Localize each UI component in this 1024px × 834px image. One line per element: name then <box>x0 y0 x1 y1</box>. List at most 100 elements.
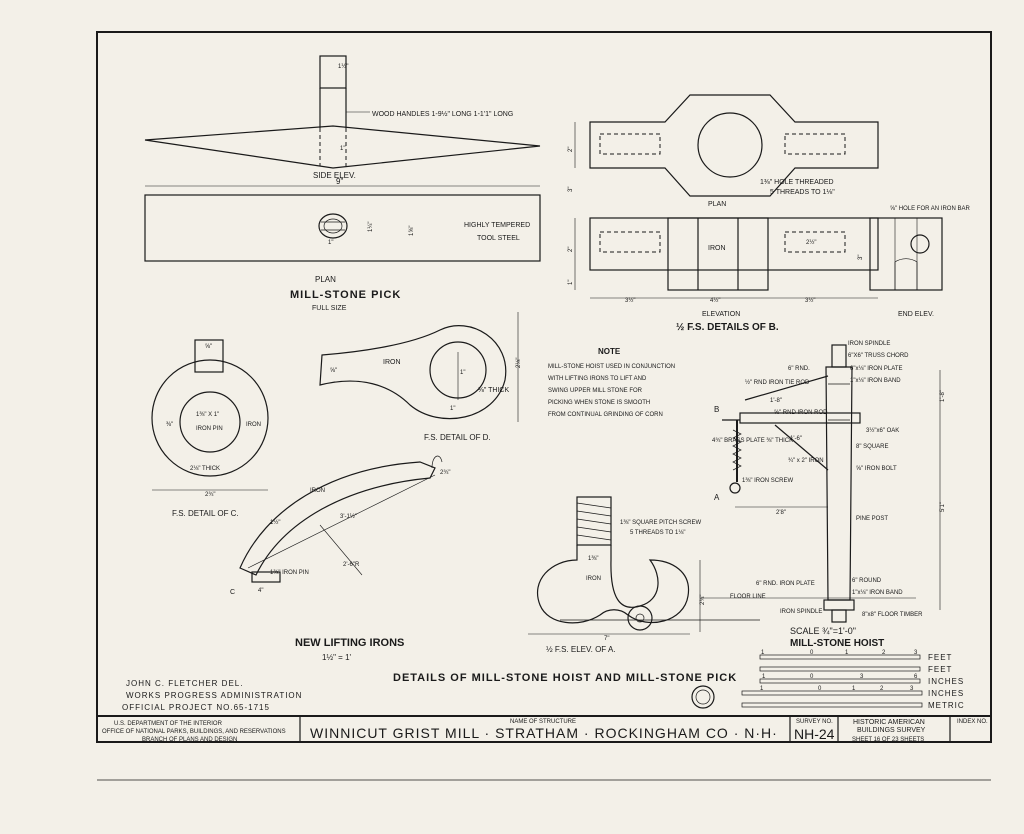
b-dim-3-5-right: 3½" <box>805 297 815 304</box>
b-hole-iron-bar-label: ⅝" HOLE FOR AN IRON BAR <box>890 206 970 212</box>
hoist-arm <box>739 412 861 424</box>
d-iron-label: IRON <box>383 359 401 366</box>
scale-tick-c4: 3 <box>910 686 914 692</box>
scale-tick-a1: 0 <box>810 650 814 656</box>
hoist-tie-rod <box>744 375 829 401</box>
b-plan-label: PLAN <box>708 201 726 208</box>
hoist-iron-spindle2-label: IRON SPINDLE <box>780 609 822 615</box>
a-dim-w: 7" <box>604 636 609 642</box>
hoist-a-marker: A <box>714 493 720 502</box>
pick-dim-1: 1" <box>340 146 345 152</box>
survey-label: SURVEY NO. <box>796 719 833 725</box>
a-hook <box>537 545 690 624</box>
b-plan-hole <box>697 112 763 178</box>
note-heading: NOTE <box>598 347 621 356</box>
scale-tick-c2: 1 <box>852 686 856 692</box>
detail-of-c: ⅝" 1⅜" X 1" IRON PIN IRON ⅜" 2⅛" THICK 2… <box>151 339 269 518</box>
elevation-of-a: 1⅜" SQUARE PITCH SCREW 5 THREADS TO 1⅛" … <box>528 496 706 654</box>
scale-tick-b2: 3 <box>860 674 864 680</box>
hoist-scale: SCALE ¾"=1'-0" <box>790 626 856 636</box>
lifting-iron-label: IRON <box>310 488 325 494</box>
structure-name: WINNICUT GRIST MILL · STRATHAM · ROCKING… <box>310 725 778 741</box>
index-label: INDEX NO. <box>957 719 988 725</box>
sheet-border <box>96 31 992 743</box>
credits-wpa: WORKS PROGRESS ADMINISTRATION <box>126 691 302 700</box>
hoist-dim-side: 5'1" <box>940 502 946 512</box>
b-end-elevation <box>869 217 943 291</box>
lifting-dim-r: 2'-6"R <box>343 562 360 568</box>
sheet-number: SHEET 16 OF 23 SHEETS <box>852 737 924 743</box>
scale-tick-a4: 3 <box>914 650 918 656</box>
lifting-irons-scale: 1½" = 1' <box>322 653 352 662</box>
hoist-round-label: 6" ROUND <box>852 578 882 584</box>
scale-feet-2: FEET <box>928 665 952 674</box>
credits-project: OFFICIAL PROJECT NO.65-1715 <box>122 703 270 712</box>
c-dim-top: ⅝" <box>205 344 212 350</box>
a-title: ½ F.S. ELEV. OF A. <box>546 645 616 654</box>
c-stem <box>194 339 224 373</box>
hoist-oak-label: 3½"x6" OAK <box>866 427 899 434</box>
hoist-iron-band2-label: 1"x⅛" IRON BAND <box>852 590 903 596</box>
pick-plan-dim-1-1-4: 1¼" <box>368 222 374 232</box>
graphic-scales: 1 0 1 2 3 1 0 3 6 1 0 1 2 3 FEET FEET IN… <box>741 650 964 710</box>
habs-line-1: HISTORIC AMERICAN <box>853 719 925 726</box>
hoist-spindle <box>831 344 847 368</box>
b-plan-dim-2: 2" <box>568 147 574 152</box>
lifting-dim-bot: 4" <box>258 588 263 594</box>
hoist-title: MILL-STONE HOIST <box>790 638 884 649</box>
detail-of-d: IRON 1" ⅜" THICK ⅝" 1" 2⅛" F.S. DETAIL O… <box>319 312 522 442</box>
lifting-dim-top: 2¾" <box>440 470 450 476</box>
hoist-iron-spindle-label: IRON SPINDLE <box>848 341 890 347</box>
title-office: OFFICE OF NATIONAL PARKS, BUILDINGS, AND… <box>102 729 286 735</box>
hoist-dim-tie: 1'-8" <box>770 398 782 404</box>
b-threads-label: 5 THREADS TO 1⅛" <box>770 189 835 196</box>
a-dim-h: 2¾" <box>700 595 706 605</box>
b-title: ½ F.S. DETAILS OF B. <box>676 322 779 333</box>
credits: JOHN C. FLETCHER DEL. WORKS PROGRESS ADM… <box>122 679 302 712</box>
c-outer-ring <box>151 359 269 477</box>
hoist-dim-ss: 1'-6" <box>790 436 802 442</box>
pick-handle-hole <box>318 213 348 239</box>
d-outline <box>319 325 507 420</box>
c-title: F.S. DETAIL OF C. <box>172 509 239 518</box>
b-elev-dim-1: 1" <box>568 280 574 285</box>
scale-tick-b1: 0 <box>810 674 814 680</box>
pick-tool-steel-label: TOOL STEEL <box>477 235 520 242</box>
d-dim-r-bottom: 1" <box>450 406 455 412</box>
hoist-iron-band-label: 1"x⅛" IRON BAND <box>850 378 901 384</box>
pick-title: MILL-STONE PICK <box>290 289 401 301</box>
scale-tick-a3: 2 <box>882 650 886 656</box>
d-title: F.S. DETAIL OF D. <box>424 433 491 442</box>
scale-tick-c0: 1 <box>760 686 764 692</box>
pick-dim-9: 9" <box>336 177 343 186</box>
habs-line-2: BUILDINGS SURVEY <box>857 727 926 734</box>
b-end-dim-3: 3" <box>858 255 864 260</box>
b-elev-dim-2-5: 2½" <box>806 239 816 246</box>
hoist-truss-chord-label: 6"X6" TRUSS CHORD <box>848 353 909 359</box>
b-dim-3-5-left: 3½" <box>625 297 635 304</box>
lifting-iron-arc <box>239 461 436 576</box>
scale-tick-b3: 6 <box>914 674 918 680</box>
a-screw-label: 1⅜" SQUARE PITCH SCREW <box>620 520 701 526</box>
hoist-iron-screw-label: 1⅜" IRON SCREW <box>742 478 793 484</box>
mill-stone-pick: 1½" WOOD HANDLES 1-9½" LONG 1-1'1" LONG … <box>144 55 541 312</box>
pick-side-elev-label: SIDE ELEV. <box>313 171 356 180</box>
b-elevation-label: ELEVATION <box>702 311 740 318</box>
lifting-dim-w: 1½" <box>270 519 280 526</box>
d-dim-r: 1" <box>460 370 465 376</box>
b-elev-dim-side: 2" <box>568 247 574 252</box>
a-threads-label: 5 THREADS TO 1⅛" <box>630 530 686 536</box>
c-dim-width: 2¾" <box>205 492 215 498</box>
scale-inches-2: INCHES <box>928 689 964 698</box>
a-iron-label: IRON <box>586 576 601 582</box>
scale-tick-c1: 0 <box>818 686 822 692</box>
b-elevation-iron-label: IRON <box>708 245 726 252</box>
scale-tick-a0: 1 <box>761 650 765 656</box>
pick-side-elevation <box>144 125 541 169</box>
c-pin-size: 1⅜" X 1" <box>196 412 219 418</box>
pick-scale: FULL SIZE <box>312 305 347 312</box>
b-hole-threaded-label: 1⅜" HOLE THREADED <box>760 179 834 186</box>
c-dim-side: ⅜" <box>166 422 173 428</box>
pick-plan <box>144 194 541 262</box>
